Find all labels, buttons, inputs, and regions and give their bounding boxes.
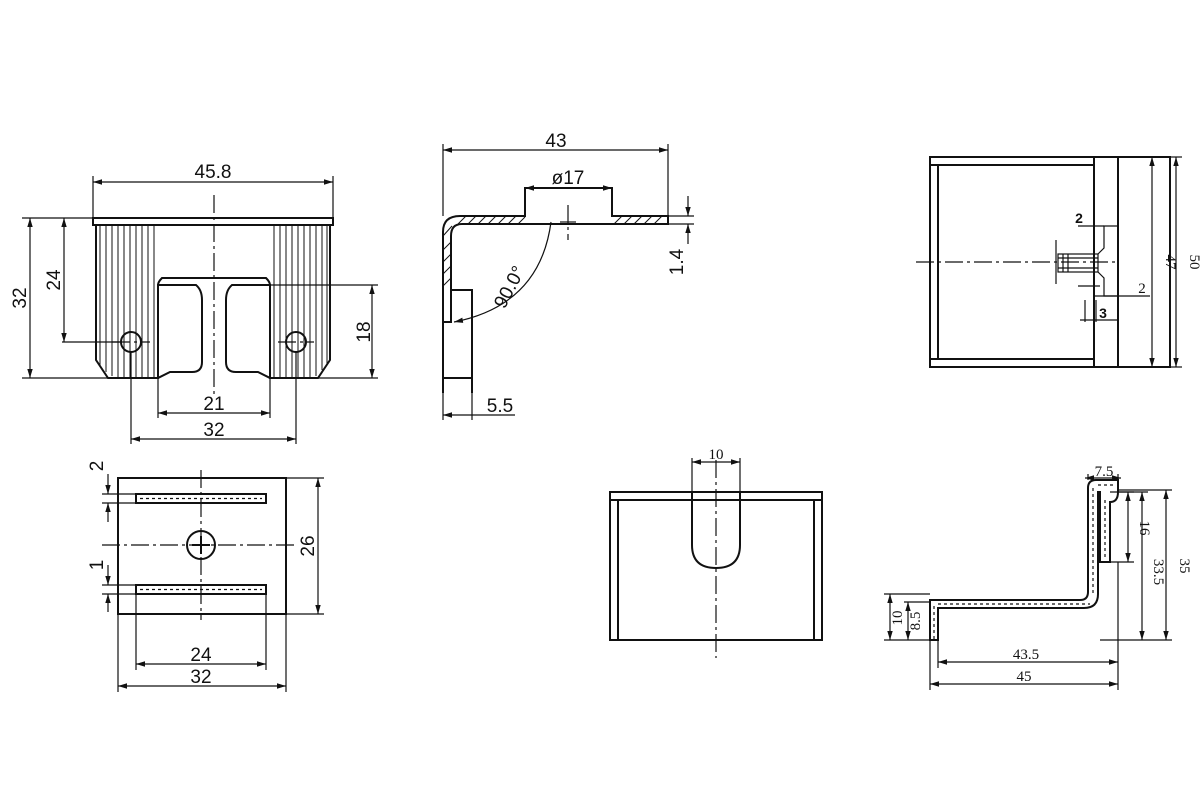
dim-50: 50 xyxy=(1186,255,1200,270)
dim-angle: 90.0° xyxy=(490,263,529,312)
dim-base-10: 10 xyxy=(890,611,906,626)
dim-top-flange: 7.5 xyxy=(1095,464,1114,480)
dim-top-1: 1 xyxy=(87,560,108,571)
dim-2-side: 2 xyxy=(1138,281,1146,297)
right-rib-lines xyxy=(273,226,328,378)
right-detail xyxy=(1055,225,1150,322)
dim-thickness: 1.4 xyxy=(667,248,688,275)
dim-notch-width: 21 xyxy=(203,394,224,415)
dim-height: 32 xyxy=(10,287,31,308)
dim-hole-diameter: ø17 xyxy=(552,168,585,189)
right-view: 2 2 3 47 50 xyxy=(916,156,1200,368)
slot-cutout xyxy=(691,491,741,570)
dim-overall-width: 45.8 xyxy=(195,162,232,183)
dim-slot-width: 10 xyxy=(709,447,724,463)
dim-3: 3 xyxy=(1099,305,1107,321)
dim-33-5: 33.5 xyxy=(1150,559,1166,585)
dim-35: 35 xyxy=(1176,559,1192,574)
front-view: 45.8 32 24 18 21 32 xyxy=(10,162,378,444)
dim-notch-depth: 18 xyxy=(354,321,375,342)
dim-slot-length: 24 xyxy=(190,645,212,666)
profile-hatch xyxy=(933,484,1116,640)
top-view: 2 1 26 24 32 xyxy=(87,461,324,692)
dim-45: 45 xyxy=(1017,669,1032,685)
slot-view: 10 xyxy=(609,447,823,658)
side-view: 90.0° 43 ø17 1.4 5.5 xyxy=(442,131,694,420)
dim-hole-height: 24 xyxy=(44,269,65,291)
dim-width: 32 xyxy=(190,667,211,688)
dim-43-5: 43.5 xyxy=(1013,647,1039,663)
dim-length: 43 xyxy=(545,131,566,152)
dim-depth: 26 xyxy=(298,535,319,556)
left-rib-lines xyxy=(99,226,155,378)
profile-view: 7.5 16 33.5 35 10 8.5 43.5 45 xyxy=(884,464,1192,690)
dim-hole-spacing: 32 xyxy=(203,420,224,441)
dim-top-2: 2 xyxy=(87,461,108,472)
dim-inner-height: 16 xyxy=(1136,521,1152,537)
dim-base-8-5: 8.5 xyxy=(908,612,924,631)
dim-2-top: 2 xyxy=(1075,210,1083,226)
side-hatch xyxy=(442,215,663,287)
dim-leg: 5.5 xyxy=(487,396,513,417)
